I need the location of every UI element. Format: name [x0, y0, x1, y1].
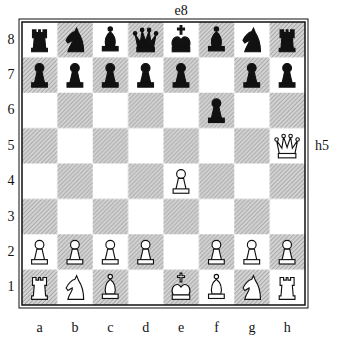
file-letter: h — [284, 321, 291, 335]
file-letter: b — [72, 321, 79, 335]
rank-number: 8 — [8, 33, 15, 47]
file-letter: e — [178, 321, 184, 335]
square-name: h5 — [315, 139, 329, 153]
rank-number: 6 — [8, 103, 15, 117]
black-pieces — [32, 26, 295, 123]
file-letter: c — [107, 321, 113, 335]
rank-number: 4 — [8, 174, 15, 188]
file-letter: d — [142, 321, 149, 335]
file-letter: a — [37, 321, 43, 335]
rank-number: 7 — [8, 68, 15, 82]
white-pieces — [32, 134, 300, 299]
rank-number: 1 — [8, 280, 15, 294]
file-letter: g — [248, 321, 255, 335]
rank-number: 2 — [8, 245, 15, 259]
rank-number: 5 — [8, 139, 15, 153]
file-letter: f — [214, 321, 219, 335]
square-name: e8 — [175, 4, 188, 18]
rank-number: 3 — [8, 210, 15, 224]
